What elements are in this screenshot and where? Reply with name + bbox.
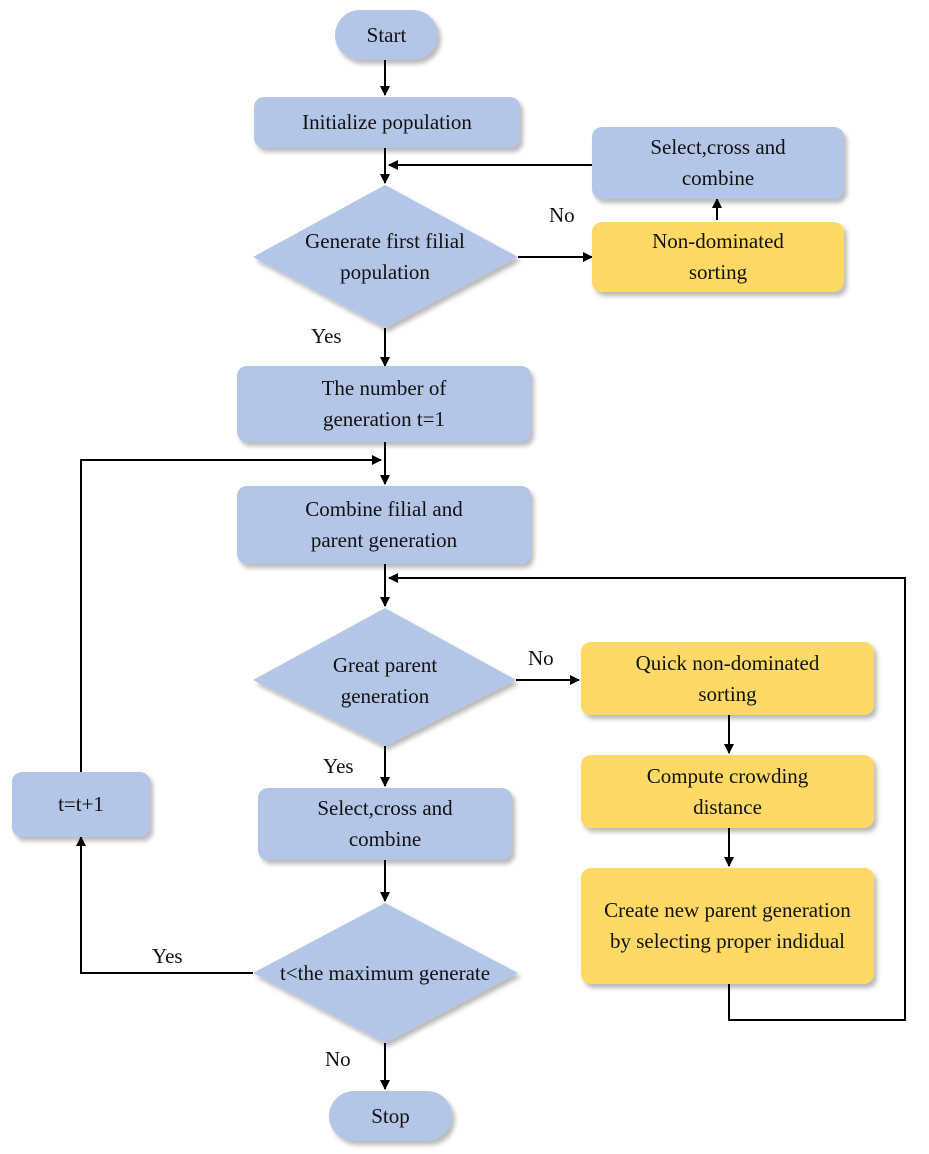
compute-crowding-distance-box: Compute crowding distance xyxy=(581,755,874,828)
non-dominated-sorting-box: Non-dominated sorting xyxy=(592,222,844,292)
decision-generate-first-label: Generate first filial population xyxy=(305,229,465,284)
t-increment-box: t=t+1 xyxy=(12,772,150,837)
stop-terminal: Stop xyxy=(329,1091,452,1141)
combine-filial-parent-label: Combine filial and parent generation xyxy=(305,497,463,552)
stop-label: Stop xyxy=(371,1103,410,1128)
edge-label-no-first: No xyxy=(549,203,575,227)
select-cross-combine-mid-box: Select,cross and combine xyxy=(258,788,512,860)
decision-generate-first-shape xyxy=(253,185,518,328)
decision-tmax-shape xyxy=(253,903,518,1043)
number-of-generation-label: The number of generation t=1 xyxy=(321,376,447,431)
edge-label-no-great: No xyxy=(528,646,554,670)
decision-t-max-label: t<the maximum generate xyxy=(279,960,491,985)
quick-non-dominated-sorting-box: Quick non-dominated sorting xyxy=(581,642,874,715)
edge-label-no-tmax: No xyxy=(325,1047,351,1071)
arrow-create-back-to-spine xyxy=(388,573,906,1021)
select-cross-combine-top-box: Select,cross and combine xyxy=(592,127,844,199)
non-dominated-sorting-label: Non-dominated sorting xyxy=(652,229,784,284)
decision-great-parent-shape xyxy=(253,608,516,746)
arrow-increment-back-to-spine xyxy=(80,455,382,772)
start-terminal: Start xyxy=(335,10,438,60)
initialize-population-box: Initialize population xyxy=(254,97,520,148)
number-of-generation-box: The number of generation t=1 xyxy=(237,366,531,442)
select-cross-combine-mid-label: Select,cross and combine xyxy=(317,796,453,851)
t-increment-label: t=t+1 xyxy=(58,792,104,816)
edge-label-yes-tmax: Yes xyxy=(152,944,183,968)
decision-generate-first: Generate first filial population xyxy=(268,222,502,292)
edge-label-yes-first: Yes xyxy=(311,324,342,348)
select-cross-combine-top-label: Select,cross and combine xyxy=(650,135,786,190)
decision-t-max: t<the maximum generate xyxy=(278,938,492,1008)
compute-crowding-distance-label: Compute crowding distance xyxy=(646,763,809,819)
initialize-population-label: Initialize population xyxy=(302,110,472,134)
arrow-decision3-to-increment xyxy=(76,836,253,974)
decision-great-parent: Great parent generation xyxy=(290,646,480,716)
decision-great-parent-label: Great parent generation xyxy=(332,653,438,708)
combine-filial-parent-box: Combine filial and parent generation xyxy=(237,486,531,564)
create-new-parent-box: Create new parent generation by selectin… xyxy=(581,868,874,984)
quick-non-dominated-sorting-label: Quick non-dominated sorting xyxy=(635,650,820,706)
start-label: Start xyxy=(366,22,407,47)
edge-label-yes-great: Yes xyxy=(323,754,354,778)
create-new-parent-label: Create new parent generation by selectin… xyxy=(604,898,851,953)
